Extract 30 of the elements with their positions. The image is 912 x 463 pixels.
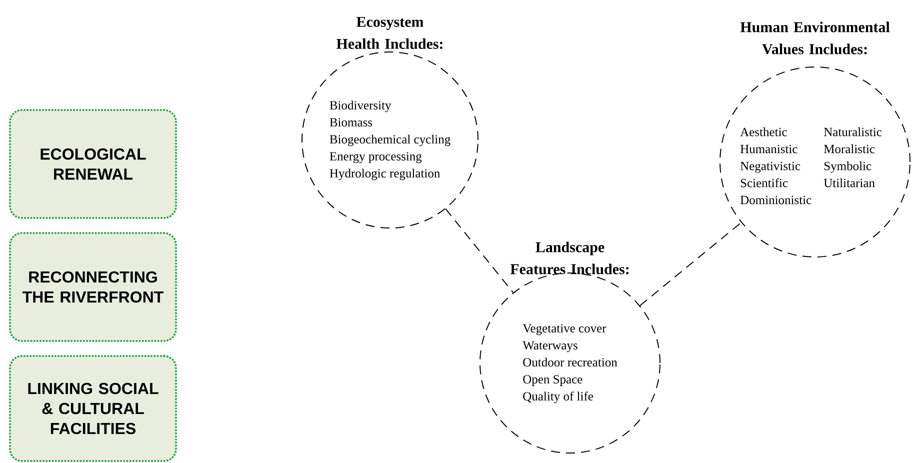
node-label: Outdoor recreation <box>523 358 618 367</box>
node-label: Open Space <box>523 375 582 386</box>
node-label: Scientific <box>740 178 788 188</box>
goal-box: ECOLOGICAL RENEWAL <box>9 109 177 219</box>
node-label: Aesthetic <box>740 127 787 136</box>
connector-line <box>445 208 514 294</box>
node-label: Humanistic <box>740 144 798 154</box>
circle-heading: Landscape Features Includes: <box>510 242 629 274</box>
node-label: Vegetative cover <box>522 324 606 336</box>
item-list: Vegetative cover Waterways Outdoor recreation Open Space Quality of life <box>522 324 618 404</box>
item-list: Aesthetic Humanistic Negativistic Scientific Dominionistic Naturalistic Moralistic Symbolic Utilitarian <box>740 127 882 204</box>
node-label: Symbolic <box>824 161 872 173</box>
node-label: Energy processing <box>330 152 422 164</box>
node-label: Utilitarian <box>824 178 875 188</box>
goal-box: RECONNECTING THE RIVERFRONT <box>9 232 177 342</box>
node-label: Negativistic <box>740 162 800 173</box>
connector-line <box>639 222 742 306</box>
node-label: Biogeochemical cycling <box>330 134 450 146</box>
node-label: Moralistic <box>824 144 875 154</box>
node-label: Biodiversity <box>330 100 392 112</box>
node-label: Quality of life <box>523 392 594 404</box>
node-label: Waterways <box>522 341 578 352</box>
circle-heading: Ecosystem Health Includes: <box>336 16 442 50</box>
node-label: Naturalistic <box>824 127 882 136</box>
node-label: Biomass <box>330 118 372 127</box>
goal-box: LINKING SOCIAL & CULTURAL FACILITIES <box>9 355 177 462</box>
node-label: Hydrologic regulation <box>330 168 440 180</box>
node-label: Dominionistic <box>740 196 812 204</box>
item-list: Biodiversity Biomass Biogeochemical cycling Energy processing Hydrologic regulation <box>330 100 450 180</box>
circle-heading: Human Environmental Values Includes: <box>740 22 890 54</box>
